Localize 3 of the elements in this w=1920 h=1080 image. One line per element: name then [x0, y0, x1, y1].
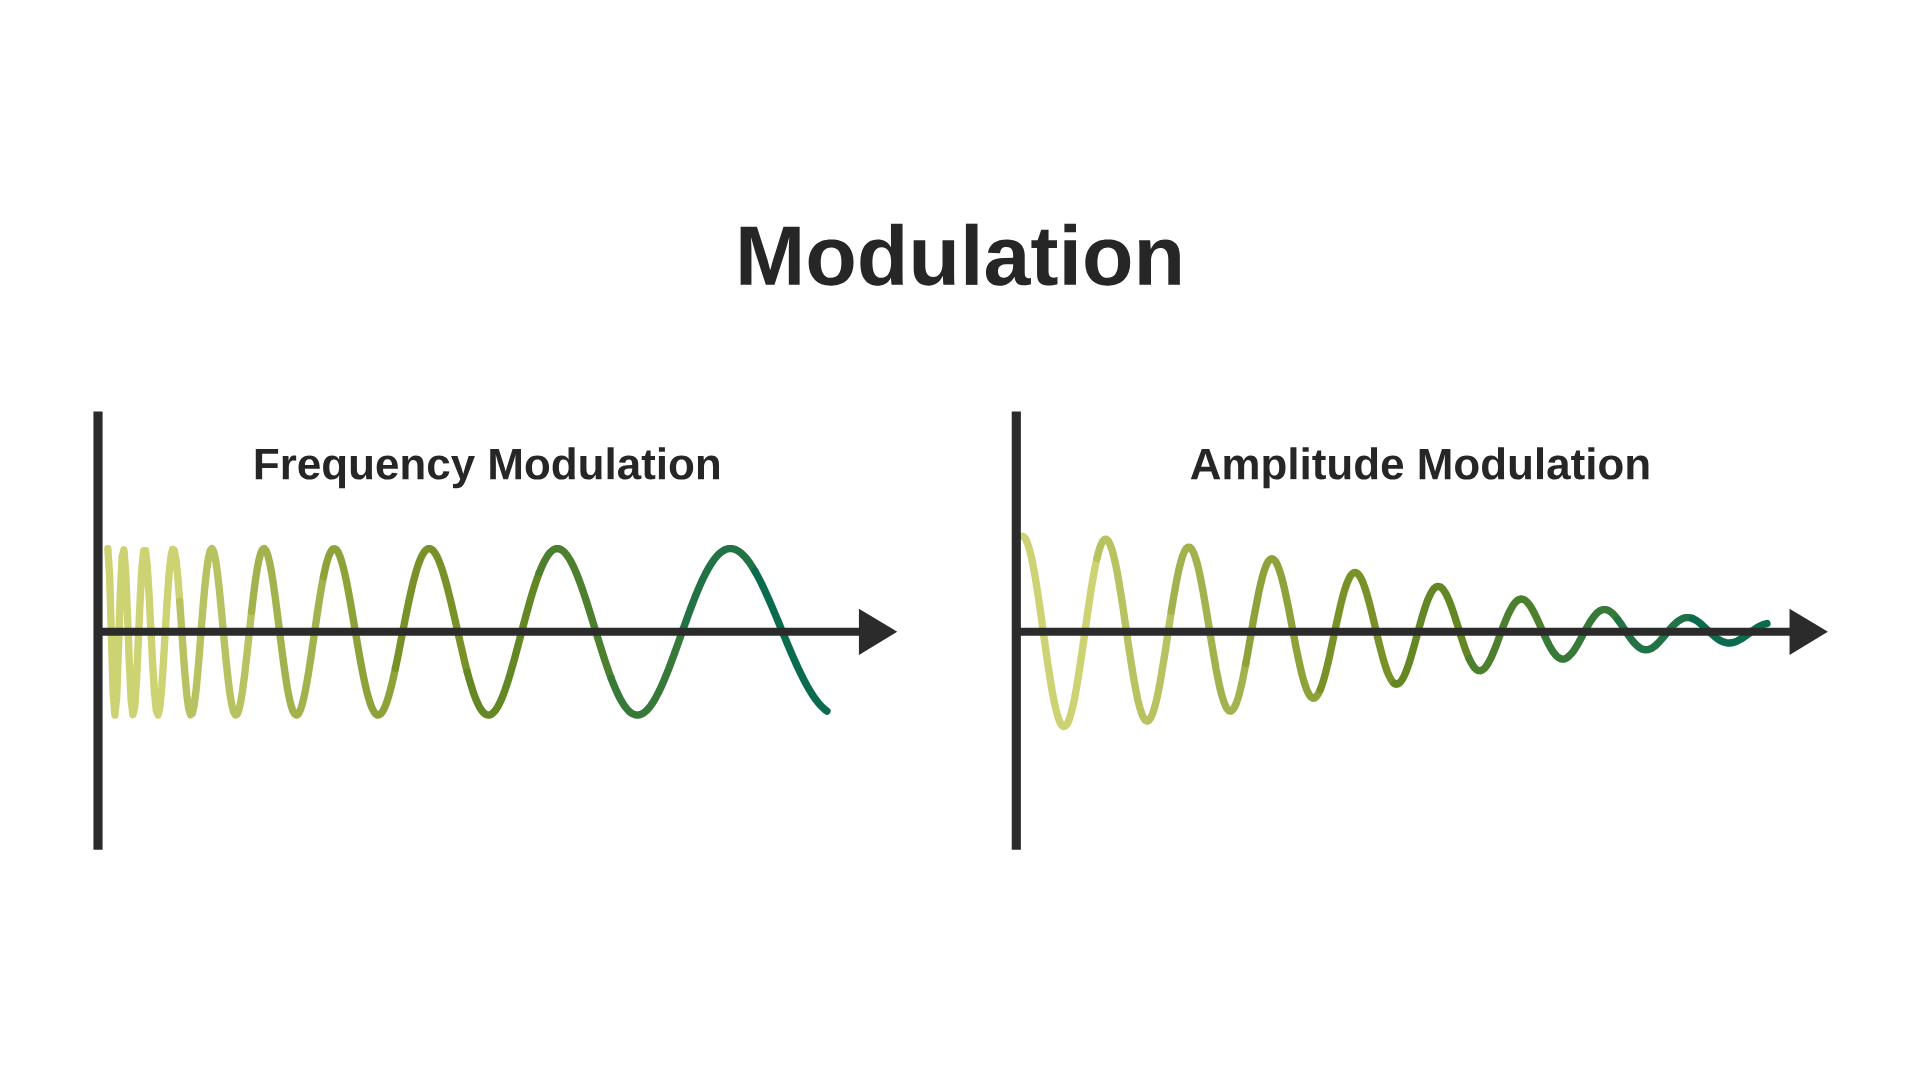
panel-heading: Frequency Modulation: [255, 447, 719, 489]
panel-heading: Amplitude Modulation: [1190, 447, 1649, 489]
title: Modulation: [740, 223, 1180, 286]
